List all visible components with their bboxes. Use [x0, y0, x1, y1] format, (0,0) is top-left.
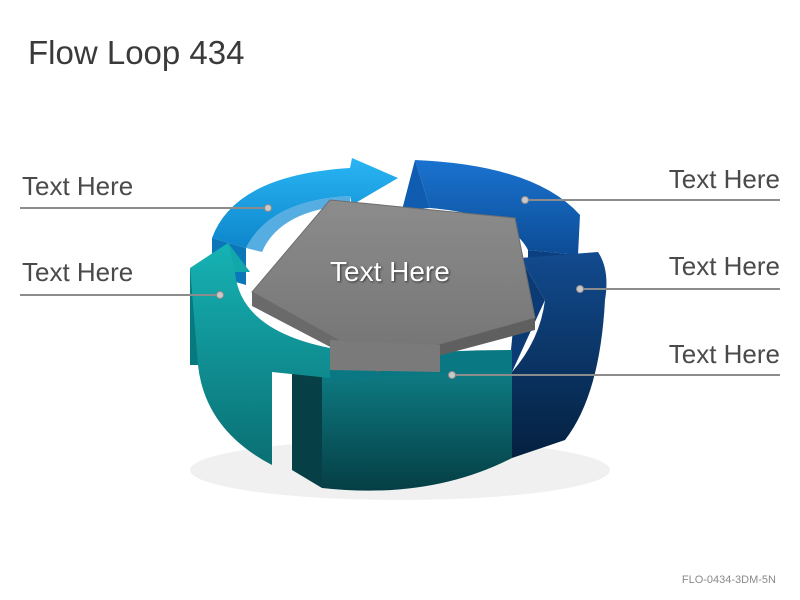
slide-code: FLO-0434-3DM-5N: [681, 574, 776, 586]
connectors: [20, 199, 780, 376]
label-right-bottom: Text Here: [668, 339, 780, 369]
connector-dots: [216, 196, 584, 379]
segment-teal: [190, 243, 330, 465]
label-right-top: Text Here: [668, 164, 780, 194]
label-left-top: Text Here: [22, 171, 134, 201]
center-label: Text Here: [330, 256, 450, 287]
center-pentagon: [251, 199, 536, 372]
label-right-mid: Text Here: [668, 251, 780, 281]
page-title: Flow Loop 434: [28, 34, 245, 71]
label-left-mid: Text Here: [22, 257, 134, 287]
